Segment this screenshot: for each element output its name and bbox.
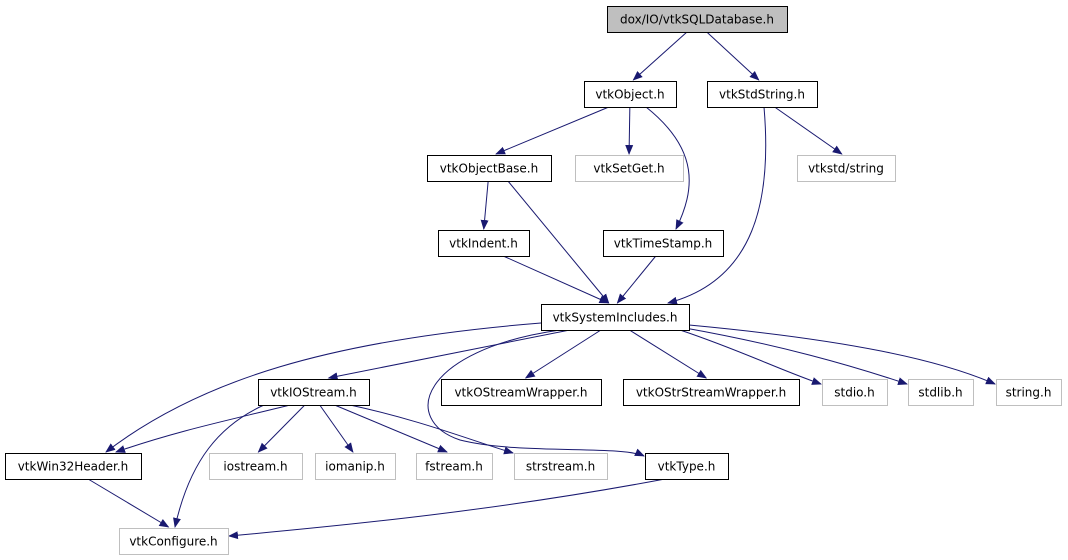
node-label: dox/IO/vtkSQLDatabase.h [620,13,774,27]
node-box [603,230,724,257]
node-label: vtkSetGet.h [593,162,664,176]
node-label: vtkWin32Header.h [18,460,129,474]
node-box [258,379,370,406]
edge-iostream_vtk-to-win32 [115,404,291,453]
node-label: vtkTimeStamp.h [614,237,713,251]
node-box [541,304,690,331]
edge-objectbase-to-indent [480,180,489,230]
edge-iostream_vtk-to-iostream [257,404,306,453]
edge-stdstring-to-vtkstdstring [774,106,843,155]
node-fstream: fstream.h [416,453,493,480]
node-ostreamwrapper[interactable]: vtkOStreamWrapper.h [441,379,602,406]
node-ostrstreamwrapper[interactable]: vtkOStrStreamWrapper.h [623,379,800,406]
node-label: vtkObjectBase.h [440,162,538,176]
node-label: vtkSystemIncludes.h [553,311,678,325]
node-iostream_vtk[interactable]: vtkIOStream.h [258,379,370,406]
node-box [5,453,142,480]
node-iostream: iostream.h [209,453,303,480]
edge-sysinc-to-stdio [679,329,822,385]
edge-objectbase-to-sysinc [507,180,610,304]
node-box [607,6,788,33]
node-setget: vtkSetGet.h [575,155,684,182]
node-label: strstream.h [526,460,595,474]
node-label: string.h [1006,386,1052,400]
node-box [797,155,896,182]
node-label: iostream.h [223,460,287,474]
node-win32[interactable]: vtkWin32Header.h [5,453,142,480]
node-label: vtkOStreamWrapper.h [454,386,587,400]
node-indent[interactable]: vtkIndent.h [438,230,530,257]
edge-object-to-timestamp [645,106,690,230]
node-label: stdlib.h [918,386,962,400]
edge-win32-to-configure [87,478,170,528]
node-box [707,81,818,108]
edge-sysinc-to-ostreamwrapper [524,329,602,379]
node-box [908,379,974,406]
node-label: vtkstd/string [808,162,884,176]
edge-type-to-configure [228,478,666,540]
node-box [441,379,602,406]
node-label: vtkObject.h [595,88,664,102]
node-label: vtkConfigure.h [129,535,217,549]
edge-timestamp-to-sysinc [616,255,657,304]
edge-object-to-objectbase [495,106,610,155]
node-label: stdio.h [834,386,874,400]
node-box [575,155,684,182]
node-box [514,453,608,480]
edge-sysinc-to-string [688,324,996,385]
node-type[interactable]: vtkType.h [645,453,729,480]
node-objectbase[interactable]: vtkObjectBase.h [427,155,552,182]
node-label: vtkIOStream.h [270,386,357,400]
edge-sysinc-to-win32 [105,322,542,453]
edge-sysinc-to-iostream_vtk [327,329,570,381]
edge-stdstring-to-sysinc [667,106,767,305]
node-label: iomanip.h [325,460,385,474]
node-box [996,379,1062,406]
edge-iostream_vtk-to-fstream [334,404,448,453]
edge-indent-to-sysinc [503,255,610,304]
edge-sysinc-to-ostrstreamwrapper [629,329,708,379]
node-box [427,155,552,182]
node-box [416,453,493,480]
node-label: vtkOStrStreamWrapper.h [636,386,786,400]
node-box [822,379,888,406]
edge-sysinc-to-stdlib [684,327,908,385]
node-box [209,453,303,480]
node-root: dox/IO/vtkSQLDatabase.h [607,6,788,33]
edge-root-to-object [632,31,688,81]
node-stdlib: stdlib.h [908,379,974,406]
node-label: vtkIndent.h [449,237,518,251]
node-strstream: strstream.h [514,453,608,480]
node-box [315,453,396,480]
node-label: vtkStdString.h [719,88,805,102]
node-box [584,81,677,108]
edge-object-to-setget [625,106,634,155]
edge-iostream_vtk-to-configure [173,404,265,528]
node-box [645,453,729,480]
node-box [623,379,800,406]
node-object[interactable]: vtkObject.h [584,81,677,108]
node-timestamp[interactable]: vtkTimeStamp.h [603,230,724,257]
node-box [438,230,530,257]
node-string: string.h [996,379,1062,406]
node-vtkstdstring: vtkstd/string [797,155,896,182]
node-iomanip: iomanip.h [315,453,396,480]
edge-sysinc-to-type [427,329,645,457]
node-label: fstream.h [425,460,483,474]
node-label: vtkType.h [658,460,716,474]
node-configure: vtkConfigure.h [119,528,229,555]
node-sysinc[interactable]: vtkSystemIncludes.h [541,304,690,331]
node-stdio: stdio.h [822,379,888,406]
edge-iostream_vtk-to-strstream [349,404,514,455]
edge-root-to-stdstring [706,31,760,81]
node-stdstring[interactable]: vtkStdString.h [707,81,818,108]
node-box [119,528,229,555]
edge-iostream_vtk-to-iomanip [319,404,354,453]
